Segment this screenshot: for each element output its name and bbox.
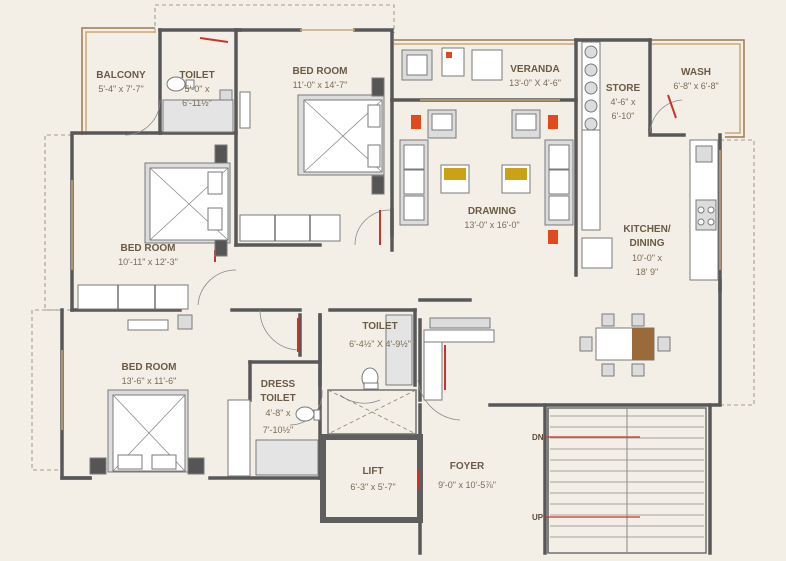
room-dimensions: 6'-3" x 5'-7" [350,482,395,492]
room-name: TOILET [260,393,295,404]
bed-2 [77,144,231,310]
room-name: KITCHEN/ [623,224,670,235]
room-dress-toilet: DRESS TOILET 4'-8" x 7'-10½" [260,379,295,435]
room-dimensions: 9'-0" x 10'-5⅞" [438,480,496,490]
room-name: DRESS [261,379,296,390]
room-dimensions: 7'-10½" [263,425,293,435]
kitchen-counter [689,139,719,281]
room-wash: WASH 6'-8" x 6'-8" [673,67,718,91]
projection-outlines [31,4,755,471]
stair-up-label: UP [532,513,544,522]
railings [81,27,745,138]
shaft [327,389,417,435]
room-name: BALCONY [96,70,146,81]
bed-3 [89,314,251,477]
room-dimensions: 6'-10" [612,111,635,121]
corridor-counter [423,317,495,401]
room-dimensions: 5'-0" x [185,84,210,94]
drawing-furniture [399,109,574,244]
room-bedroom-2: BED ROOM 10'-11" x 12'-3" [118,243,178,267]
stair-down-label: DN [532,433,544,442]
room-dimensions: 10'-0" x [632,253,662,263]
room-foyer: FOYER 9'-0" x 10'-5⅞" [438,461,496,490]
room-balcony: BALCONY 5'-4" x 7'-7" [96,70,146,94]
room-dimensions: 11'-0" x 14'-7" [293,80,348,90]
room-dimensions: 5'-4" x 7'-7" [98,84,143,94]
room-dimensions: 18' 9" [636,267,658,277]
room-name: TOILET [179,70,214,81]
room-veranda: VERANDA 13'-0" X 4'-6" [509,64,561,88]
staircase [545,407,707,554]
room-dimensions: 10'-11" x 12'-3" [118,257,178,267]
room-name: WASH [681,67,711,78]
room-name: STORE [606,83,641,94]
dress-toilet-fixtures [255,406,321,476]
room-toilet-2: TOILET 6'-4½" X 4'-9½" [349,321,411,349]
room-dimensions: 13'-6" x 11'-6" [122,376,177,386]
room-toilet-1: TOILET 5'-0" x 6'-11½" [179,70,214,108]
room-store: STORE 4'-6" x 6'-10" [606,83,641,121]
bed-1 [239,77,385,242]
room-name: DRAWING [468,206,517,217]
room-dimensions: 6'-11½" [182,98,212,108]
toilet-1-fixtures [162,76,251,133]
room-dimensions: 4'-6" x [611,97,636,107]
room-name: BED ROOM [293,66,348,77]
room-name: BED ROOM [121,243,176,254]
room-name: LIFT [362,466,383,477]
room-kitchen-dining: KITCHEN/ DINING 10'-0" x 18' 9" [623,224,670,277]
room-dimensions: 13'-0" X 4'-6" [509,78,561,88]
room-name: BED ROOM [122,362,177,373]
room-bedroom-3: BED ROOM 13'-6" x 11'-6" [122,362,177,386]
dining-table [579,313,671,377]
veranda-furniture [401,47,503,81]
room-dimensions: 13'-0" x 16'-0" [464,220,519,230]
room-name: DINING [630,238,665,249]
windows [61,29,721,430]
toilet-2-fixtures [361,314,413,390]
room-name: FOYER [450,461,485,472]
room-dimensions: 6'-4½" X 4'-9½" [349,339,411,349]
room-bedroom-1: BED ROOM 11'-0" x 14'-7" [293,66,348,90]
room-lift: LIFT 6'-3" x 5'-7" [350,466,395,492]
room-drawing: DRAWING 13'-0" x 16'-0" [464,206,519,230]
room-dimensions: 6'-8" x 6'-8" [673,81,718,91]
room-name: VERANDA [510,64,559,75]
store-fixtures [581,41,613,269]
room-dimensions: 4'-8" x [266,408,291,418]
room-name: TOILET [362,321,397,332]
doors [124,37,683,490]
